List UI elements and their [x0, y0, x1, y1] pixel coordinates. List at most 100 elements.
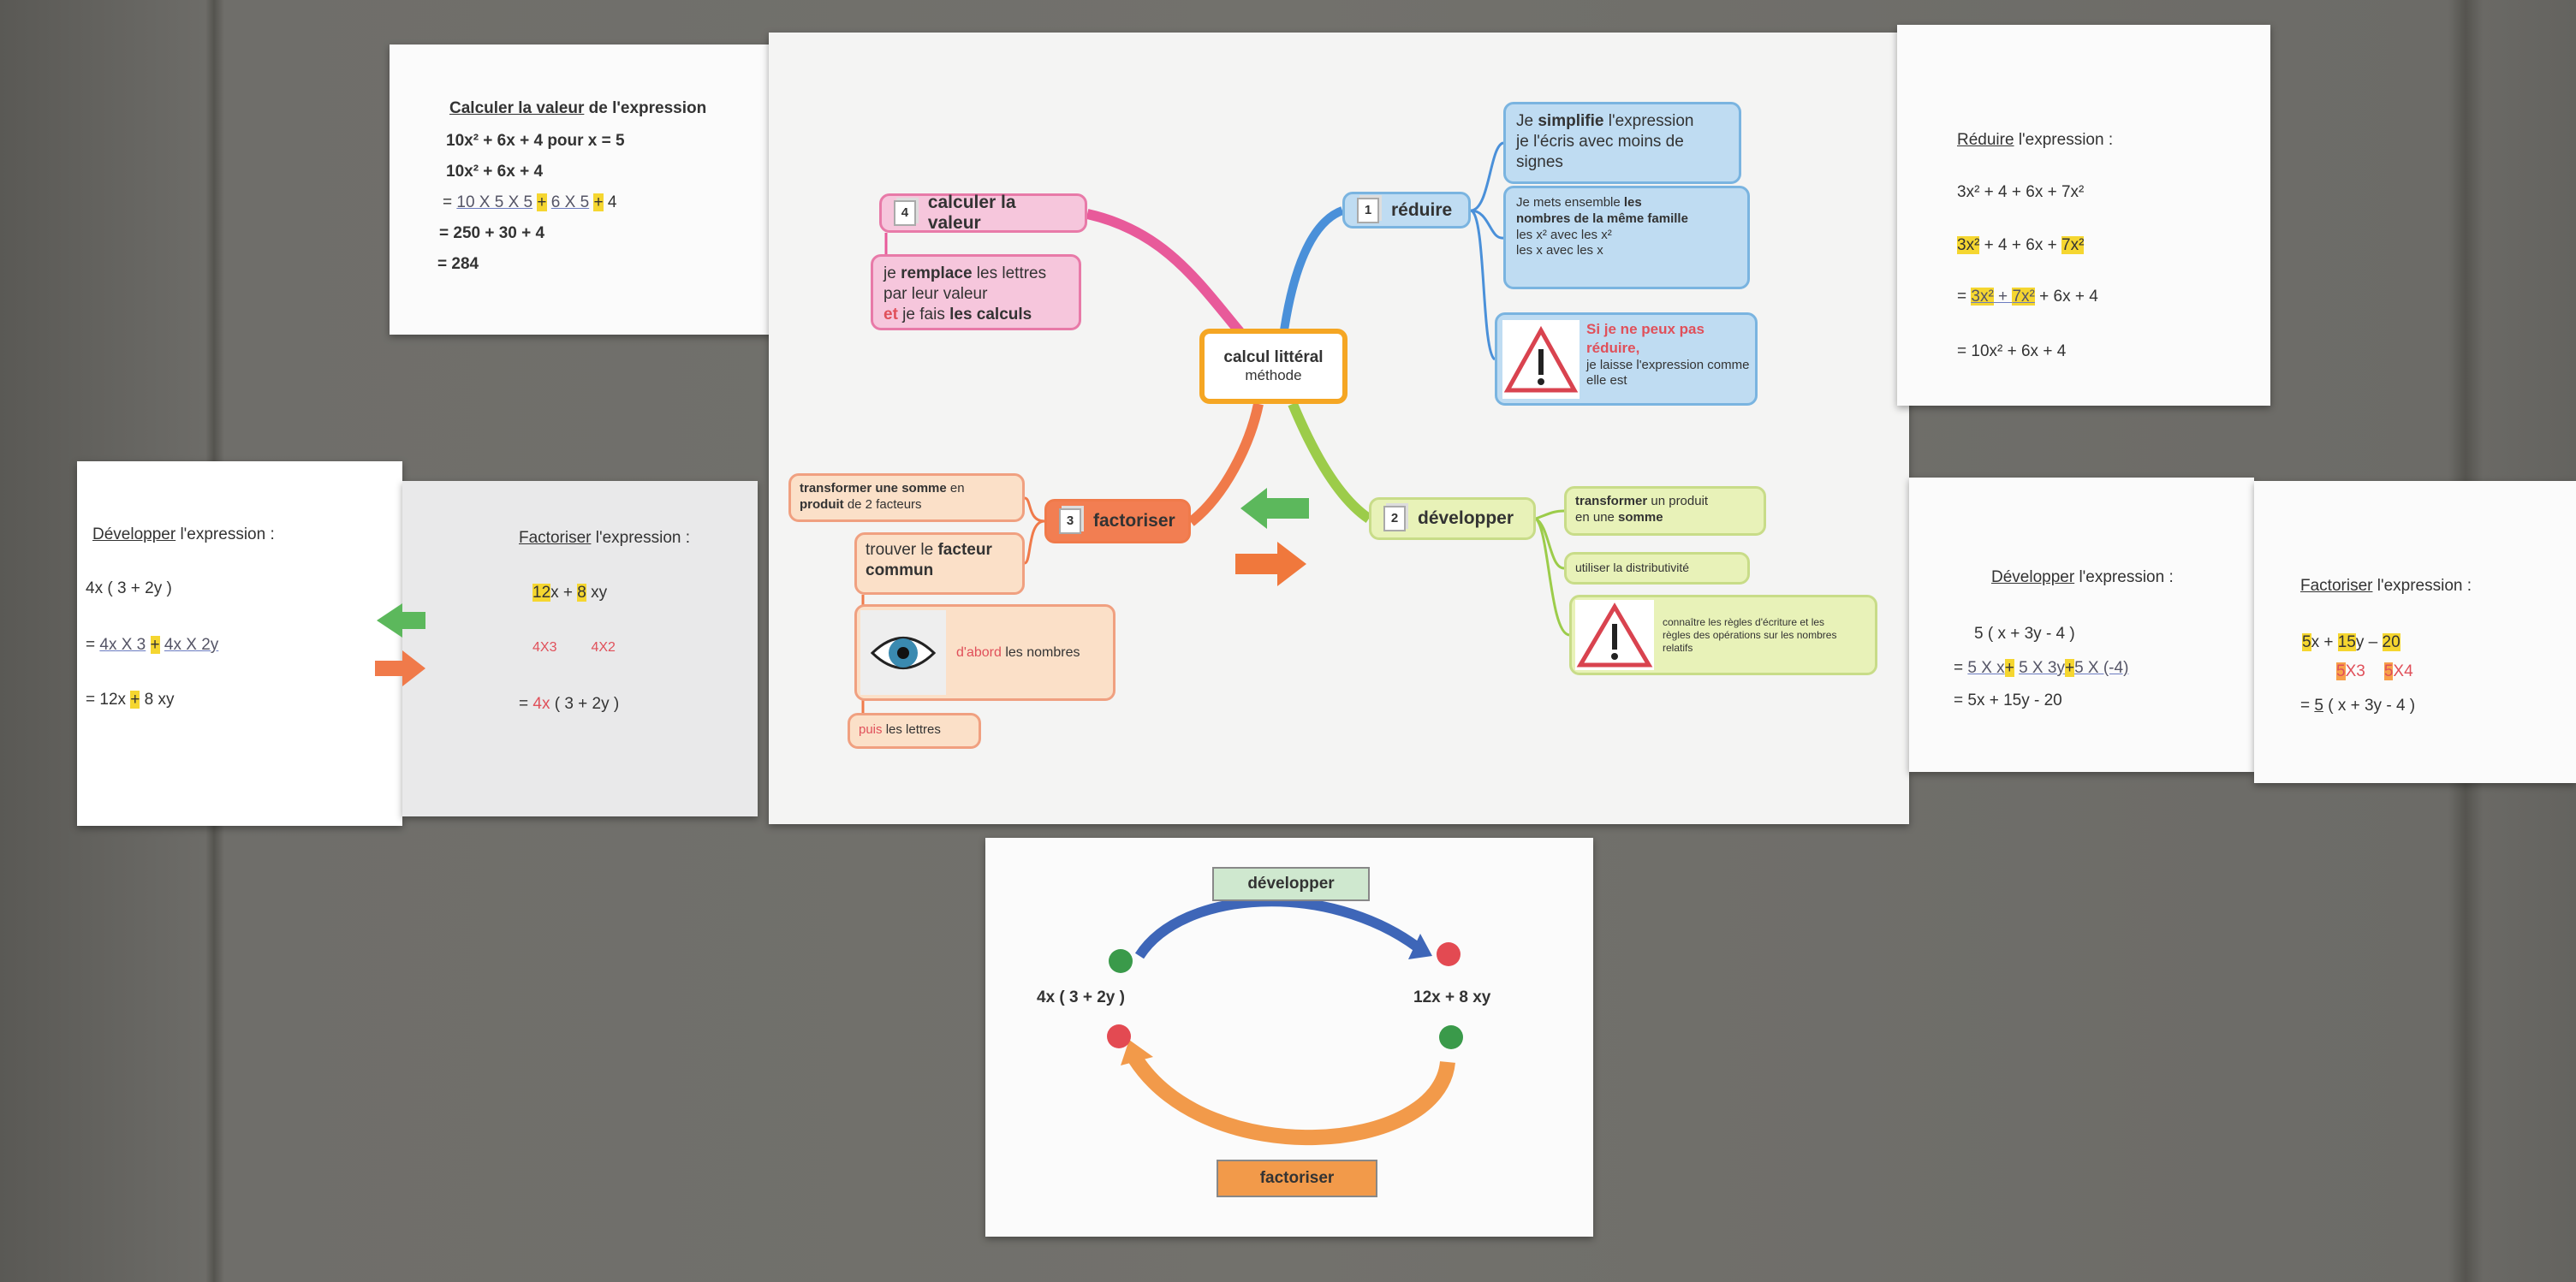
term: 5 — [2383, 662, 2394, 680]
t: les — [1623, 195, 1642, 210]
title-underlined: Calculer la valeur — [449, 99, 585, 117]
t: je fais — [897, 305, 950, 323]
plus: + — [150, 636, 160, 654]
t: les calculs — [949, 305, 1032, 323]
t: nombres de la même famille — [1516, 211, 1688, 226]
warning-icon — [1502, 320, 1580, 399]
red-dot — [1437, 942, 1461, 966]
term: 8 — [577, 584, 586, 602]
center-node: calcul littéral méthode — [1199, 329, 1347, 404]
term: + 4 + 6x + — [1979, 236, 2061, 254]
note-facteur-commun: trouver le facteur commun — [854, 532, 1025, 595]
title-rest: l'expression : — [2074, 568, 2174, 586]
link-developper — [1534, 509, 1570, 637]
arrow-factoriser-icon — [1128, 1054, 1455, 1145]
term: 7x² — [2012, 288, 2035, 306]
term: = 12x — [86, 691, 131, 709]
node-label: calculer la valeur — [927, 193, 1016, 233]
t: Si je ne peux pas réduire, — [1586, 321, 1704, 356]
term: + 6x + 4 — [2034, 288, 2098, 306]
title-rest: l'expression : — [2372, 577, 2472, 595]
t: de 2 facteurs — [843, 496, 922, 512]
term: 3x² — [1957, 236, 1980, 254]
arrow-developper-icon — [1134, 896, 1421, 959]
t: les lettres — [882, 722, 941, 737]
plus: + — [537, 193, 547, 211]
label-developper: développer — [1212, 867, 1370, 901]
t: facteur commun — [866, 541, 992, 579]
term: 4X2 — [591, 640, 616, 655]
card-factoriser-right: Factoriser l'expression : 5x + 15y – 20 … — [2254, 481, 2576, 783]
step-number: 2 — [1383, 506, 1406, 531]
t: les x avec les x — [1516, 243, 1603, 258]
card-title: Factoriser l'expression : — [2300, 577, 2472, 596]
card-developper-right: Développer l'expression : 5 ( x + 3y - 4… — [1909, 478, 2254, 772]
expr-developed: 12x + 8 xy — [1413, 988, 1491, 1006]
red-dot — [1107, 1024, 1131, 1048]
warning-text: connaître les règles d'écriture et les r… — [1663, 615, 1837, 654]
t: transformer une somme — [800, 481, 947, 496]
t: somme — [1618, 509, 1663, 525]
step-number: 1 — [1357, 197, 1379, 223]
step-number: 3 — [1059, 508, 1081, 534]
card-developper-left: Développer l'expression : 4x ( 3 + 2y ) … — [77, 461, 402, 826]
card-title: Développer l'expression : — [1991, 568, 2174, 587]
card-cycle: développer factoriser 4x ( 3 + 2y ) 12x … — [985, 838, 1593, 1237]
card-title: Factoriser l'expression : — [519, 529, 690, 548]
t: je laisse l'expression comme elle est — [1586, 357, 1750, 389]
eye-icon — [860, 610, 946, 695]
node-developper: 2 développer — [1369, 497, 1536, 540]
term: 5 — [2314, 697, 2323, 715]
card-calculer-valeur: Calculer la valeur de l'expression 10x² … — [390, 45, 772, 335]
title-rest: l'expression : — [2014, 131, 2114, 149]
term: 5 X x — [1967, 659, 2005, 677]
line-1: 10x² + 6x + 4 pour x = 5 — [446, 132, 625, 150]
term: 4x X 3 — [99, 636, 146, 654]
note-warning-developper: connaître les règles d'écriture et les r… — [1569, 595, 1877, 675]
card-title: Développer l'expression : — [92, 525, 275, 544]
line-2: 3x² + 4 + 6x + 7x² — [1957, 236, 2085, 255]
link-reduire — [1470, 141, 1504, 361]
term: X4 — [2393, 662, 2413, 680]
term: 12 — [532, 584, 551, 602]
title-rest: de l'expression — [584, 99, 707, 117]
line-2: = 4x X 3 + 4x X 2y — [86, 636, 218, 655]
note-puis-lettres: puis les lettres — [848, 713, 981, 749]
note-remplace: je remplace les lettres par leur valeur … — [871, 254, 1081, 330]
line-3: = 5x + 15y - 20 — [1954, 691, 2062, 709]
term: 3x² — [1971, 288, 1994, 306]
t: un produit — [1647, 494, 1709, 508]
step-number: 4 — [894, 200, 916, 226]
line-4: = 10x² + 6x + 4 — [1957, 342, 2067, 360]
term: X3 — [2345, 662, 2365, 680]
line-2: = 5 X x+ 5 X 3y+5 X (-4) — [1954, 659, 2128, 678]
term: 6 X 5 — [550, 193, 590, 211]
plus: + — [1993, 288, 2013, 306]
t: et — [883, 305, 898, 323]
line-5: = 284 — [437, 255, 479, 273]
term: ( 3 + 2y ) — [550, 695, 620, 713]
term: y – — [2355, 633, 2383, 651]
node-label: développer — [1418, 508, 1514, 528]
term: 20 — [2382, 633, 2400, 651]
cycle-diagram — [1107, 896, 1463, 1145]
green-dot — [1109, 949, 1133, 973]
eq: = — [1954, 659, 1968, 677]
t: trouver le — [866, 541, 938, 559]
t: transformer — [1575, 494, 1648, 508]
t: Je — [1516, 112, 1538, 130]
green-dot — [1439, 1025, 1463, 1049]
branch-reduire — [1280, 206, 1345, 331]
t: simplifie — [1538, 112, 1604, 130]
branch-developper — [1288, 401, 1372, 523]
term: x + — [550, 584, 578, 602]
t: puis — [859, 722, 883, 737]
line-3: = 5 ( x + 3y - 4 ) — [2300, 697, 2415, 715]
t: les lettres — [972, 264, 1047, 282]
